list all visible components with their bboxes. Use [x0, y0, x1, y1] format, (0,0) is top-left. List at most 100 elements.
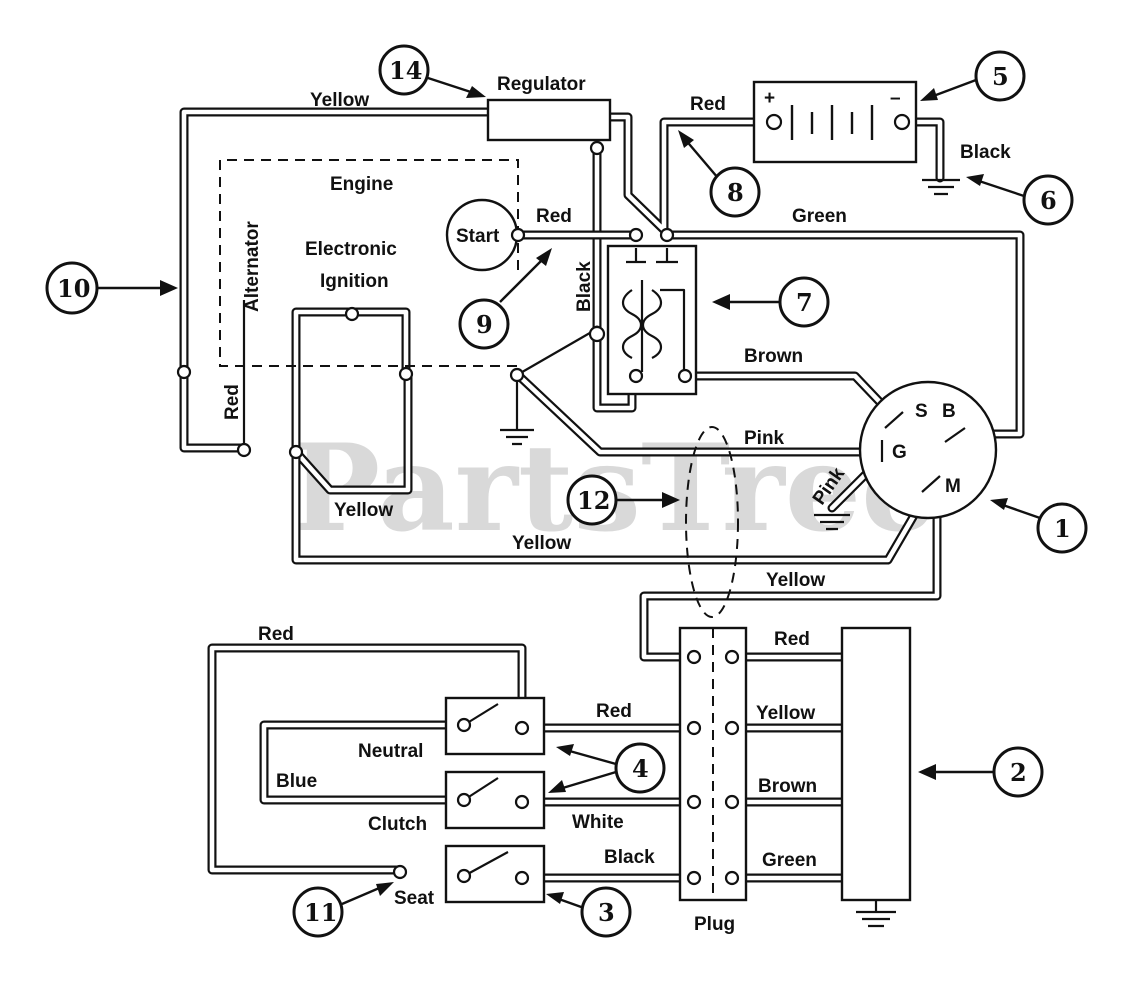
battery-ground-symbol — [922, 178, 960, 196]
regulator-box — [486, 98, 612, 142]
callout-1 — [1036, 502, 1088, 554]
engine-junction — [509, 367, 525, 383]
clutch-terminal-a — [456, 792, 472, 808]
solenoid-box — [606, 244, 698, 396]
ignition-terminal-top — [344, 306, 360, 322]
seat-terminal-a — [456, 868, 472, 884]
callout-9 — [458, 298, 510, 350]
engine-ground-link — [516, 329, 596, 376]
battery-cells — [790, 105, 874, 140]
wire-label-pink-main: Pink — [744, 428, 785, 449]
wire-label-green-top: Green — [792, 206, 847, 227]
solenoid-junction — [588, 325, 606, 343]
wire-label-yellow-top: Yellow — [310, 90, 369, 111]
ignition-terminal-left — [288, 444, 304, 460]
callout-4-label: 4 — [632, 754, 649, 783]
wire-label-green-plug: Green — [762, 850, 817, 871]
start-terminal — [510, 227, 526, 243]
seat-switch-lever — [463, 851, 509, 877]
neutral-terminal-a — [456, 717, 472, 733]
wire-label-black-battery: Black — [960, 142, 1011, 163]
solenoid-contacts — [626, 248, 678, 264]
engine-ground — [500, 375, 534, 446]
wire-labels: Yellow Red Black Red Green Black Brown P… — [258, 90, 1011, 871]
callout-12 — [566, 474, 618, 526]
callout-3 — [580, 886, 632, 938]
clutch-label: Clutch — [368, 814, 427, 835]
callout-7 — [778, 276, 830, 328]
callout-11-label: 11 — [304, 898, 337, 927]
engine-label: Engine — [330, 174, 393, 195]
callout-2-label: 2 — [1010, 758, 1027, 787]
harness-bundle — [685, 426, 739, 618]
callout-14-label: 14 — [389, 56, 422, 85]
callouts: 14 5 8 6 10 7 9 12 1 4 — [45, 44, 1088, 938]
plug-terminals — [686, 649, 740, 886]
regulator-terminal — [589, 140, 605, 156]
wire-label-red-start: Red — [536, 206, 572, 227]
solenoid-terminal-a — [628, 227, 644, 243]
wire-label-brown-plug: Brown — [758, 776, 817, 797]
solenoid-terminal-c — [628, 368, 644, 384]
callout-5 — [974, 50, 1026, 102]
callout-1-label: 1 — [1054, 514, 1071, 543]
ignition-switch-terminals — [880, 411, 966, 493]
wire-label-red-neutral: Red — [596, 701, 632, 722]
battery-negative: – — [890, 88, 901, 109]
battery-positive: + — [764, 88, 775, 109]
seat-junction — [392, 864, 408, 880]
solenoid-terminal-d — [677, 368, 693, 384]
wire-label-red-alternator: Red — [222, 384, 243, 420]
callout-6 — [1022, 174, 1074, 226]
ignition-terminal-right — [398, 366, 414, 382]
callout-3-label: 3 — [598, 898, 615, 927]
callout-11 — [292, 886, 344, 938]
wire-label-red-left: Red — [258, 624, 294, 645]
regulator-label: Regulator — [497, 74, 586, 95]
clutch-terminal-b — [514, 794, 530, 810]
wire-label-black-seat: Black — [604, 847, 655, 868]
engine-outline — [219, 159, 519, 367]
control-module — [840, 626, 912, 902]
wire-label-white: White — [572, 812, 624, 833]
callout-9-label: 9 — [476, 310, 493, 339]
terminal-b: B — [942, 401, 956, 422]
solenoid-coil-lead — [660, 288, 686, 376]
callout-4 — [614, 742, 666, 794]
callout-6-label: 6 — [1040, 186, 1057, 215]
alternator-terminal — [236, 442, 252, 458]
seat-label: Seat — [394, 888, 435, 909]
callout-2 — [992, 746, 1044, 798]
alternator-junction — [176, 364, 192, 380]
callout-14 — [378, 44, 430, 96]
wire-label-brown-top: Brown — [744, 346, 803, 367]
module-ground — [856, 900, 896, 928]
battery-terminal-positive — [765, 113, 783, 131]
alternator-label: Alternator — [242, 221, 263, 312]
callout-10-label: 10 — [57, 274, 90, 303]
start-label: Start — [456, 226, 500, 247]
wire-label-blue: Blue — [276, 771, 317, 792]
battery-terminal-negative — [893, 113, 911, 131]
ignition-label-line1: Electronic — [305, 239, 397, 260]
wire-label-red-plug-top: Red — [774, 629, 810, 650]
pink-ground-symbol — [814, 513, 850, 531]
wire-label-black-vertical: Black — [574, 261, 595, 312]
solenoid-coil — [621, 280, 663, 372]
callout-12-label: 12 — [577, 486, 610, 515]
callout-7-label: 7 — [796, 288, 813, 317]
callout-8 — [709, 166, 761, 218]
callout-8-label: 8 — [727, 178, 744, 207]
seat-terminal-b — [514, 870, 530, 886]
neutral-label: Neutral — [358, 741, 423, 762]
neutral-terminal-b — [514, 720, 530, 736]
callout-5-label: 5 — [992, 62, 1009, 91]
ignition-label-line2: Ignition — [320, 271, 389, 292]
terminal-s: S — [915, 401, 928, 422]
wire-label-yellow-plug: Yellow — [756, 703, 815, 724]
wire-label-yellow-ignition: Yellow — [334, 500, 393, 521]
terminal-m: M — [945, 476, 961, 497]
wire-label-red-battery: Red — [690, 94, 726, 115]
